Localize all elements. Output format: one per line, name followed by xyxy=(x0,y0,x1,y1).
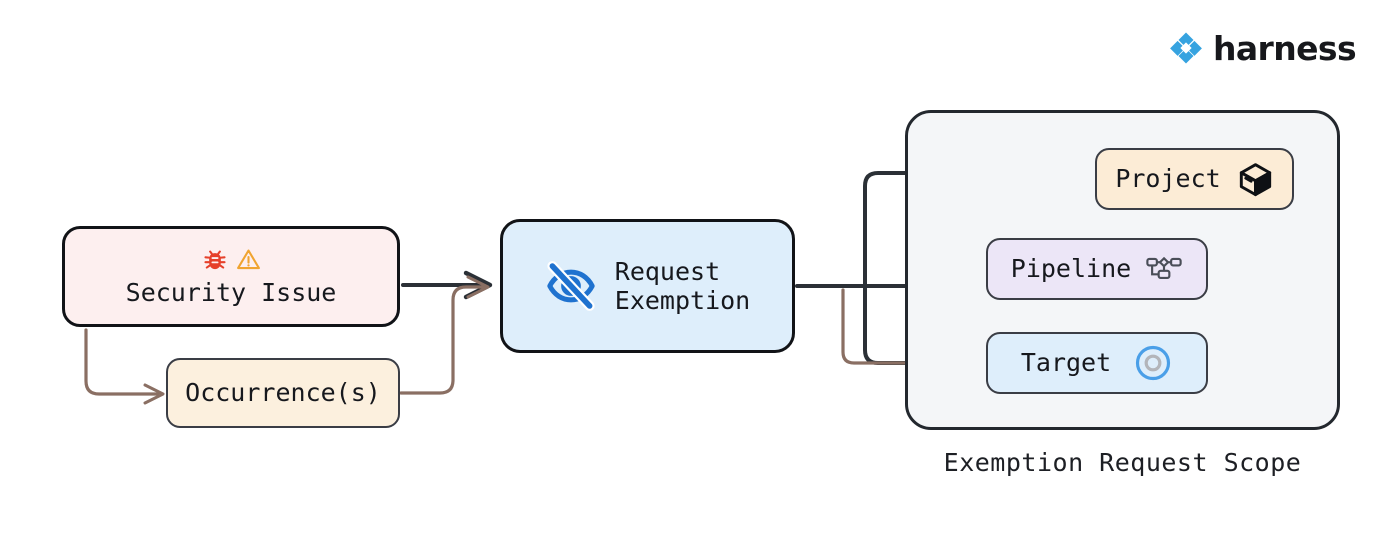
pipeline-label: Pipeline xyxy=(1010,254,1132,284)
edge-security-to-occurrence xyxy=(84,328,165,405)
project-label: Project xyxy=(1115,164,1221,194)
cube-icon xyxy=(1237,161,1274,198)
node-occurrences[interactable]: Occurrence(s) xyxy=(166,358,400,428)
edge-security-to-request xyxy=(401,270,493,300)
target-circle-icon xyxy=(1133,343,1173,383)
node-security-issue[interactable]: Security Issue xyxy=(62,226,400,327)
node-request-exemption[interactable]: Request Exemption xyxy=(500,219,795,353)
node-project[interactable]: Project xyxy=(1095,148,1294,210)
security-issue-label: Security Issue xyxy=(125,277,337,307)
request-exemption-label: Request Exemption xyxy=(614,256,751,316)
node-target[interactable]: Target xyxy=(986,332,1208,394)
security-issue-icons xyxy=(202,246,261,274)
eye-slash-icon xyxy=(545,260,597,312)
occurrences-label: Occurrence(s) xyxy=(185,378,381,408)
harness-diamond-logo-icon xyxy=(1168,30,1204,66)
brand-logo: harness xyxy=(1168,28,1357,68)
bug-icon xyxy=(202,247,228,273)
warning-triangle-icon xyxy=(236,247,261,272)
pipeline-nodes-icon xyxy=(1145,254,1183,284)
edge-occurrence-to-request xyxy=(399,275,490,395)
node-pipeline[interactable]: Pipeline xyxy=(986,238,1208,300)
target-label: Target xyxy=(1020,348,1112,378)
exemption-request-scope-label: Exemption Request Scope xyxy=(943,448,1302,477)
brand-name: harness xyxy=(1213,28,1357,68)
